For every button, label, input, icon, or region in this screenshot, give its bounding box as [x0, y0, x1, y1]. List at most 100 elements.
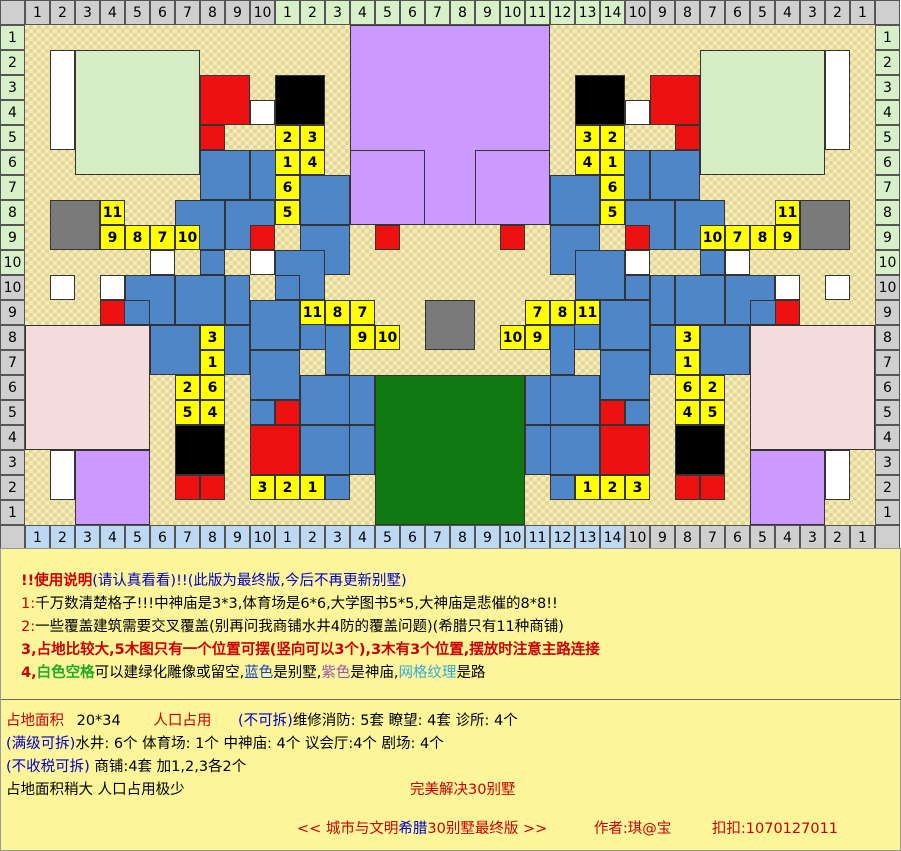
- top-ruler-cell: 1: [25, 0, 50, 25]
- legend-title-paren: (请认真看看): [92, 573, 177, 589]
- empty-cell: [50, 275, 75, 300]
- top-ruler-cell: 1: [850, 0, 875, 25]
- bottom-ruler-cell: 13: [575, 525, 600, 550]
- empty-cell: [50, 50, 75, 150]
- right-ruler-cell: 8: [875, 325, 900, 350]
- area-label: 占地面积: [6, 713, 64, 729]
- info-panel: !!使用说明(请认真看看)!!(此版为最终版,今后不再更新别墅) 1:千万数清楚…: [0, 548, 901, 851]
- villa: [225, 275, 250, 325]
- office: [175, 425, 225, 475]
- empty-cell: [250, 100, 275, 125]
- top-ruler-cell: 5: [375, 0, 400, 25]
- office: [575, 75, 625, 125]
- legend-blue: 蓝色: [244, 665, 274, 681]
- water-well: [625, 275, 650, 300]
- bottom-ruler-cell: 9: [225, 525, 250, 550]
- bottom-ruler-cell: 7: [700, 525, 725, 550]
- top-ruler-cell: 7: [700, 0, 725, 25]
- shop-cell: 9: [775, 225, 800, 250]
- shop-cell: 6: [275, 175, 300, 200]
- top-ruler-cell: 5: [750, 0, 775, 25]
- divider: [1, 699, 900, 700]
- right-ruler-cell: 2: [875, 475, 900, 500]
- bottom-ruler-cell: 12: [550, 525, 575, 550]
- top-ruler-cell: 3: [800, 0, 825, 25]
- legend-line-3: 3,占地比较大,5木图只有一个位置可摆(竖向可以3个),3木有3个位置,摆放时注…: [21, 642, 600, 658]
- small-red-watch: [250, 225, 275, 250]
- left-ruler-cell: 4: [0, 100, 25, 125]
- top-ruler-cell: 7: [175, 0, 200, 25]
- right-ruler-cell: 7: [875, 175, 900, 200]
- shop-cell: 2: [175, 375, 200, 400]
- solved-text: 完美解决30别墅: [410, 782, 516, 798]
- right-ruler-cell: 2: [875, 50, 900, 75]
- empty-cell: [825, 450, 850, 500]
- shop-cell: 7: [725, 225, 750, 250]
- summary: 占地面积稍大 人口占用极少: [6, 782, 185, 798]
- legend-text-4a: 可以建绿化雕像或留空,: [94, 665, 245, 681]
- shop-cell: 11: [575, 300, 600, 325]
- shop-cell: 10: [500, 325, 525, 350]
- bottom-ruler-cell: 3: [800, 525, 825, 550]
- empty-cell: [150, 250, 175, 275]
- shop-cell: 1: [300, 475, 325, 500]
- shop-cell: 9: [525, 325, 550, 350]
- bottom-ruler-cell: 9: [650, 525, 675, 550]
- footer-title-c: 30别墅最终版 >>: [427, 821, 548, 837]
- top-ruler-cell: 3: [325, 0, 350, 25]
- top-ruler-cell: 6: [150, 0, 175, 25]
- shop-cell: 7: [525, 300, 550, 325]
- shop-cell: 4: [200, 400, 225, 425]
- office: [675, 425, 725, 475]
- mid-temple: [75, 450, 150, 525]
- top-ruler-cell: 6: [725, 0, 750, 25]
- water-well: [325, 475, 350, 500]
- bottom-ruler-cell: 6: [150, 525, 175, 550]
- left-ruler-cell: 1: [0, 500, 25, 525]
- top-ruler-cell: 14: [600, 0, 625, 25]
- small-red-watch: [200, 475, 225, 500]
- shop-cell: 11: [100, 200, 125, 225]
- empty-cell: [825, 275, 850, 300]
- shop-cell: 3: [300, 125, 325, 150]
- mid-temple: [475, 150, 550, 225]
- shop-cell: 10: [700, 225, 725, 250]
- shop-cell: 9: [350, 325, 375, 350]
- shop-cell: 3: [625, 475, 650, 500]
- left-ruler-cell: 2: [0, 475, 25, 500]
- no-tax-label: (不收税可拆): [6, 759, 90, 775]
- clinic: [250, 425, 300, 475]
- top-ruler-cell: 1: [275, 0, 300, 25]
- villa: [250, 300, 300, 350]
- shop-cell: 1: [275, 150, 300, 175]
- legend-grid: 网格纹理: [398, 665, 457, 681]
- small-red-maintenance: [275, 400, 300, 425]
- area-value: 20*34: [76, 713, 121, 729]
- shop-cell: 10: [375, 325, 400, 350]
- ruler-corner: [875, 525, 900, 550]
- bottom-ruler-cell: 4: [350, 525, 375, 550]
- bottom-ruler-cell: 1: [275, 525, 300, 550]
- legend-title-rest: !!(此版为最终版,今后不再更新别墅): [176, 573, 407, 589]
- full-demolish-label: (满级可拆): [6, 736, 76, 752]
- right-ruler-cell: 9: [875, 225, 900, 250]
- legend-line-2: 2:一些覆盖建筑需要交叉覆盖(别再问我商铺水井4防的覆盖问题)(希腊只有11种商…: [21, 617, 564, 638]
- shop-cell: 8: [750, 225, 775, 250]
- right-ruler-cell: 6: [875, 375, 900, 400]
- ruler-corner: [875, 0, 900, 25]
- shop-cell: 3: [200, 325, 225, 350]
- top-ruler-cell: 10: [625, 0, 650, 25]
- bottom-ruler-cell: 5: [750, 525, 775, 550]
- left-ruler-cell: 2: [0, 50, 25, 75]
- shop-cell: 8: [125, 225, 150, 250]
- stats-line-3: (不收税可拆) 商铺:4套 加1,2,3各2个: [6, 757, 246, 778]
- villa: [650, 275, 675, 325]
- small-red-fire: [375, 225, 400, 250]
- shop-cell: 8: [550, 300, 575, 325]
- top-ruler-cell: 6: [400, 0, 425, 25]
- bottom-ruler-cell: 10: [250, 525, 275, 550]
- bottom-ruler-cell: 2: [300, 525, 325, 550]
- shop-cell: 8: [325, 300, 350, 325]
- left-ruler-cell: 9: [0, 300, 25, 325]
- small-red-fire: [600, 400, 625, 425]
